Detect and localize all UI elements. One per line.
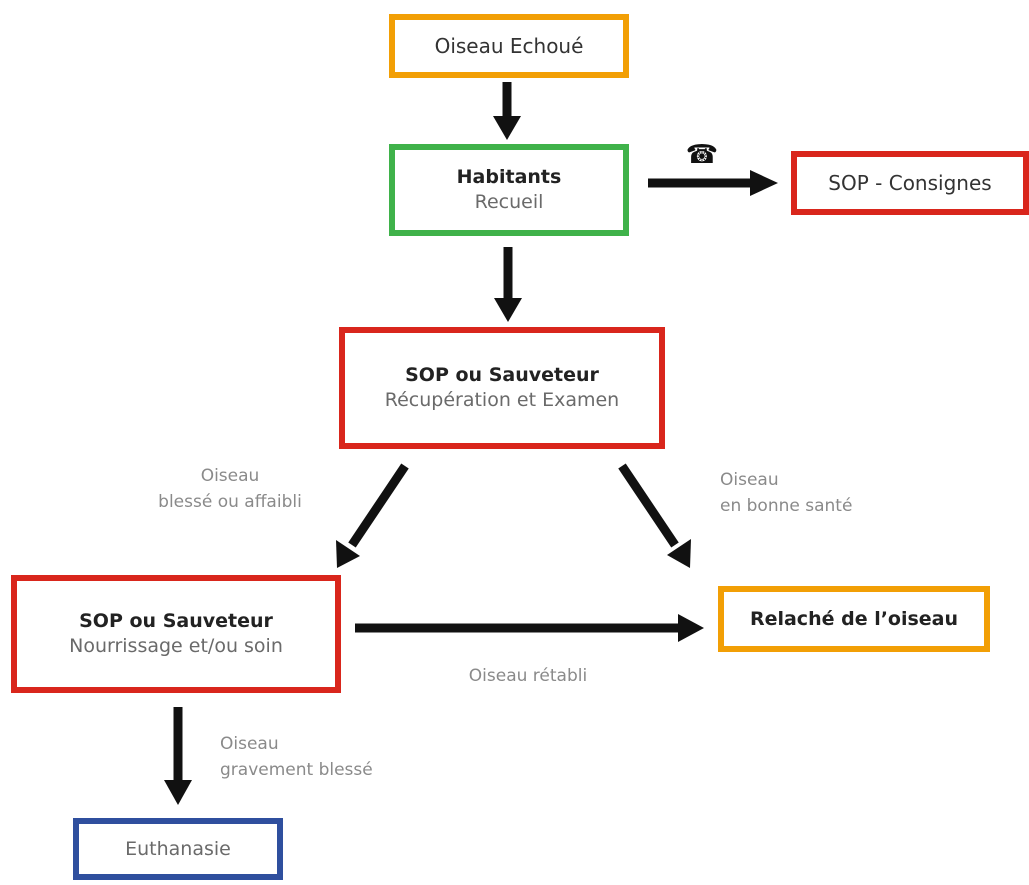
edge-label-line: Oiseau xyxy=(200,466,260,486)
arrow-habitants-to-consignes xyxy=(648,170,778,196)
arrow-recuperation-to-relache xyxy=(618,463,691,568)
node-title: SOP - Consignes xyxy=(828,171,992,195)
edge-label-line: Oiseau xyxy=(720,470,779,490)
arrow-nourrissage-to-relache xyxy=(355,614,704,642)
arrow-habitants-to-recuperation xyxy=(494,247,522,322)
node-title: Oiseau Echoué xyxy=(434,34,584,58)
edge-label-line: gravement blessé xyxy=(220,759,373,780)
node-title: SOP ou Sauveteur xyxy=(405,364,599,387)
node-subtitle: Nourrissage et/ou soin xyxy=(69,635,283,657)
edge-label-retabli: Oiseau rétabli xyxy=(428,664,628,690)
edge-label-line: Oiseau rétabli xyxy=(468,666,588,686)
node-title: Euthanasie xyxy=(125,837,231,860)
arrow-echoue-to-habitants xyxy=(493,82,521,140)
edge-label-line: Oiseau xyxy=(220,734,279,754)
node-title: Relaché de l’oiseau xyxy=(749,607,959,630)
node-title: SOP ou Sauveteur xyxy=(79,610,273,633)
node-euthanasie: Euthanasie xyxy=(73,818,283,880)
edge-label-line: blessé ou affaibli xyxy=(158,491,302,512)
arrow-nourrissage-to-euthanasie xyxy=(164,707,192,805)
node-sop-nourrissage: SOP ou Sauveteur Nourrissage et/ou soin xyxy=(11,575,341,693)
edge-label-bonne-sante: Oiseau en bonne santé xyxy=(720,468,852,519)
node-subtitle: Récupération et Examen xyxy=(384,389,620,411)
node-subtitle: Recueil xyxy=(474,191,544,213)
node-title: Habitants xyxy=(456,166,562,189)
edge-label-gravement: Oiseau gravement blessé xyxy=(220,732,373,783)
node-sop-consignes: SOP - Consignes xyxy=(791,151,1029,215)
node-sop-recuperation: SOP ou Sauveteur Récupération et Examen xyxy=(339,327,665,449)
edge-label-line: en bonne santé xyxy=(720,495,853,516)
node-habitants: Habitants Recueil xyxy=(389,144,629,236)
telephone-icon: ☎ xyxy=(685,140,719,170)
node-relache: Relaché de l’oiseau xyxy=(718,586,990,652)
node-oiseau-echoue: Oiseau Echoué xyxy=(389,14,629,78)
edge-label-blesse: Oiseau blessé ou affaibli xyxy=(130,464,330,515)
arrow-recuperation-to-nourrissage xyxy=(336,463,409,568)
